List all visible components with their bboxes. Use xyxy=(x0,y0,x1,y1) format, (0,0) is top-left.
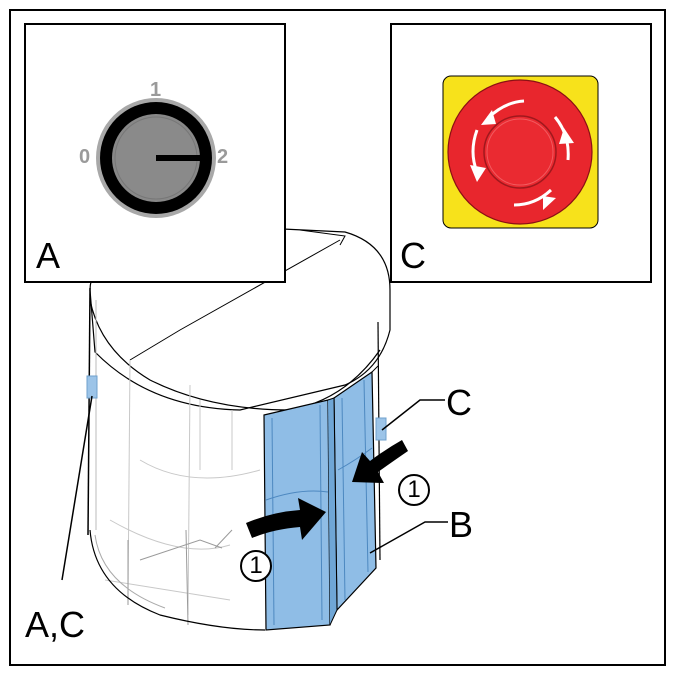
rotation-arrow-left xyxy=(352,440,408,483)
step-marker-right: 1 xyxy=(398,474,430,506)
key-switch-dial xyxy=(96,98,216,218)
marker-right xyxy=(375,417,387,441)
inset-a-label: A xyxy=(36,235,61,276)
step-marker-left: 1 xyxy=(240,550,272,582)
callout-b-label: B xyxy=(449,504,474,545)
callout-c-label: C xyxy=(446,382,472,423)
emergency-stop-button xyxy=(442,75,599,229)
switch-position-2-label: 2 xyxy=(217,146,229,168)
switch-position-1-label: 1 xyxy=(150,79,162,101)
inset-c-label: C xyxy=(400,235,426,276)
callout-ac-label: A,C xyxy=(25,604,86,645)
rotation-arrow-right xyxy=(246,498,326,540)
leader-lines xyxy=(61,395,448,581)
switch-position-0-label: 0 xyxy=(79,146,91,168)
marker-left xyxy=(86,375,98,399)
